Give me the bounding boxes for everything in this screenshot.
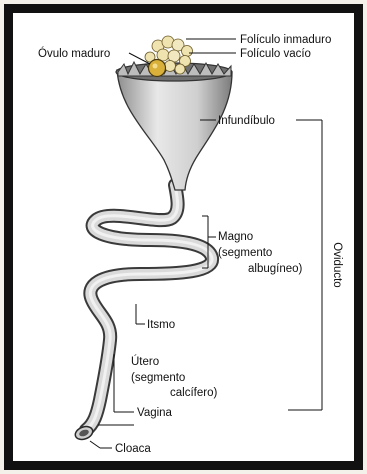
label-vagina: Vagina xyxy=(137,407,173,419)
label-magno-line3: albugíneo) xyxy=(248,263,303,275)
label-istmo: Itsmo xyxy=(147,319,175,331)
label-foliculo-inmaduro: Folículo inmaduro xyxy=(240,34,331,46)
label-utero: Útero xyxy=(131,355,159,368)
label-utero-line2: (segmento xyxy=(131,372,185,384)
label-cloaca: Cloaca xyxy=(115,443,151,455)
label-foliculo-vacio: Folículo vacío xyxy=(240,48,311,60)
label-magno-line2: (segmento xyxy=(218,247,272,259)
label-infundibulo: Infundíbulo xyxy=(218,115,275,127)
label-utero-line3: calcífero) xyxy=(170,387,217,399)
label-oviducto: Oviducto xyxy=(331,242,343,287)
label-ovulo-maduro: Óvulo maduro xyxy=(38,47,110,60)
ovum-mature xyxy=(149,60,166,77)
label-magno: Magno xyxy=(218,231,253,243)
infundibulum-funnel xyxy=(116,62,232,190)
